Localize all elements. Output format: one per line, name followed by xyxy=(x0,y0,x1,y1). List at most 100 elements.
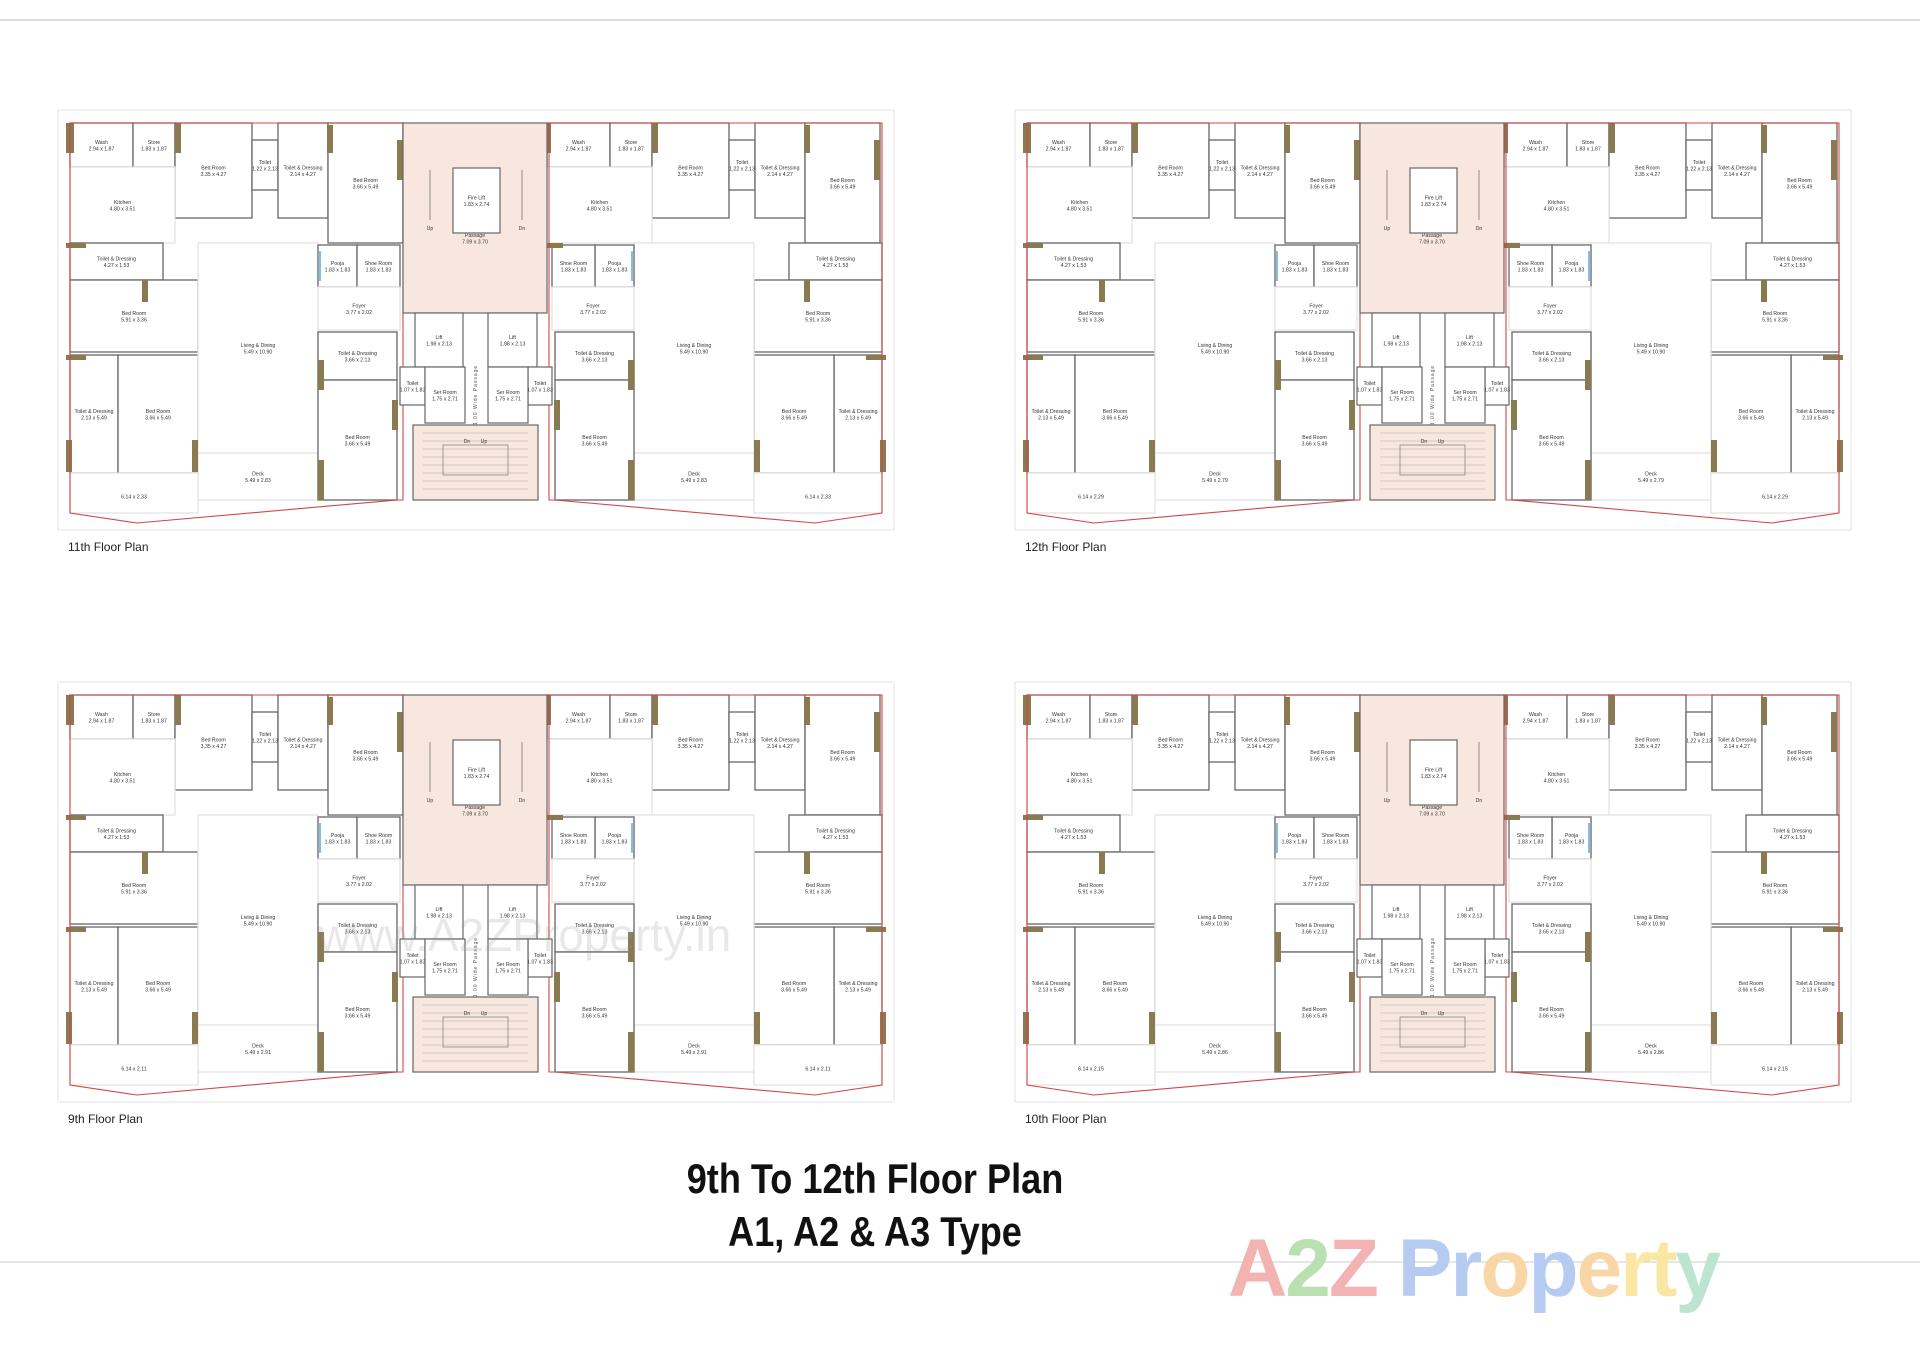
room-name: Toilet & Dressing xyxy=(284,738,323,744)
room-size: 5.91 x 3.36 xyxy=(1762,318,1788,324)
room-balcony: 6.14 x 2.15 xyxy=(1710,1044,1840,1086)
room-name: Toilet & Dressing xyxy=(1773,257,1812,263)
room-balcony: 6.14 x 2.11 xyxy=(753,1044,883,1086)
room-size: 2.14 x 4.27 xyxy=(290,172,316,178)
column xyxy=(543,815,563,820)
room-name: Kitchen xyxy=(1548,772,1565,778)
room-name: Fire Lift xyxy=(468,768,486,774)
room-name: Store xyxy=(148,140,161,146)
room-size: 3.66 x 2.13 xyxy=(1539,358,1565,364)
room-size: 1.83 x 2.74 xyxy=(464,774,490,780)
column xyxy=(1023,243,1043,248)
room-name: Bed Room xyxy=(1635,166,1660,172)
watermark: www.A2ZProperty.in xyxy=(318,909,732,961)
column xyxy=(1761,280,1767,302)
room-size: 4.27 x 1.53 xyxy=(104,835,130,841)
room-size: 1.83 x 1.83 xyxy=(325,268,351,274)
room-size: 1.75 x 2.71 xyxy=(1389,397,1415,403)
room-size: 1.83 x 1.83 xyxy=(1282,840,1308,846)
room-size: 1.22 x 2.13 xyxy=(252,167,278,173)
room-size: 6.14 x 2.11 xyxy=(805,1067,830,1073)
room-size: 3.66 x 5.49 xyxy=(582,442,608,448)
stair-up-label: Up xyxy=(427,798,434,804)
column xyxy=(1099,280,1105,302)
stair-well xyxy=(442,1016,509,1048)
room-size: 2.14 x 4.27 xyxy=(1247,744,1273,750)
room-size: 3.66 x 5.49 xyxy=(830,185,856,191)
room-name: Pooja xyxy=(1565,833,1578,839)
room-name: Bed Room xyxy=(122,311,147,317)
room-name: Bed Room xyxy=(830,750,855,756)
room-name: Toilet & Dressing xyxy=(284,166,323,172)
room-name: Bed Room xyxy=(1302,435,1327,441)
logo-letter: r xyxy=(1450,1223,1482,1314)
room-size: 2.94 x 1.87 xyxy=(566,719,592,725)
column xyxy=(628,460,634,500)
room-name: Bed Room xyxy=(353,750,378,756)
room-name: Toilet & Dressing xyxy=(1773,829,1812,835)
column xyxy=(1354,140,1360,180)
room-size: 3.66 x 5.49 xyxy=(353,185,379,191)
column xyxy=(1023,355,1043,360)
column xyxy=(554,400,560,430)
room-size: 3.66 x 5.49 xyxy=(1539,1014,1565,1020)
column xyxy=(754,1012,760,1044)
column xyxy=(628,360,634,390)
room-size: 3.66 x 5.49 xyxy=(1738,988,1764,994)
column xyxy=(1761,125,1767,153)
room-size: 3.66 x 5.49 xyxy=(345,1014,371,1020)
room-name: Bed Room xyxy=(1103,409,1128,415)
room-name: Deck xyxy=(1645,1044,1657,1050)
room-name: Bed Room xyxy=(1158,738,1183,744)
room-size: 3.66 x 2.13 xyxy=(345,930,371,936)
logo-letter: o xyxy=(1480,1223,1530,1314)
stair-up-label: Up xyxy=(481,439,488,445)
column xyxy=(1761,697,1767,725)
stair-well xyxy=(1399,444,1466,476)
room-size: 6.14 x 2.33 xyxy=(121,495,147,501)
room-size: 2.94 x 1.87 xyxy=(566,147,592,153)
room-name: Shoe Room xyxy=(1517,833,1544,839)
room-name: Toilet xyxy=(259,160,272,166)
room-size: 5.49 x 10.90 xyxy=(680,350,709,356)
room-size: 4.27 x 1.53 xyxy=(823,263,849,269)
room-size: 3.66 x 5.49 xyxy=(1310,757,1336,763)
room-name: Kitchen xyxy=(1071,200,1088,206)
room-balcony: 6.14 x 2.11 xyxy=(69,1044,199,1086)
room-name: Lift xyxy=(1393,335,1400,341)
column xyxy=(1500,815,1520,820)
room-name: Bed Room xyxy=(1763,311,1788,317)
column xyxy=(175,123,181,153)
room-name: Bed Room xyxy=(122,883,147,889)
column xyxy=(1511,972,1517,1002)
room-size: 2.13 x 5.49 xyxy=(1802,988,1828,994)
column xyxy=(1275,932,1281,962)
